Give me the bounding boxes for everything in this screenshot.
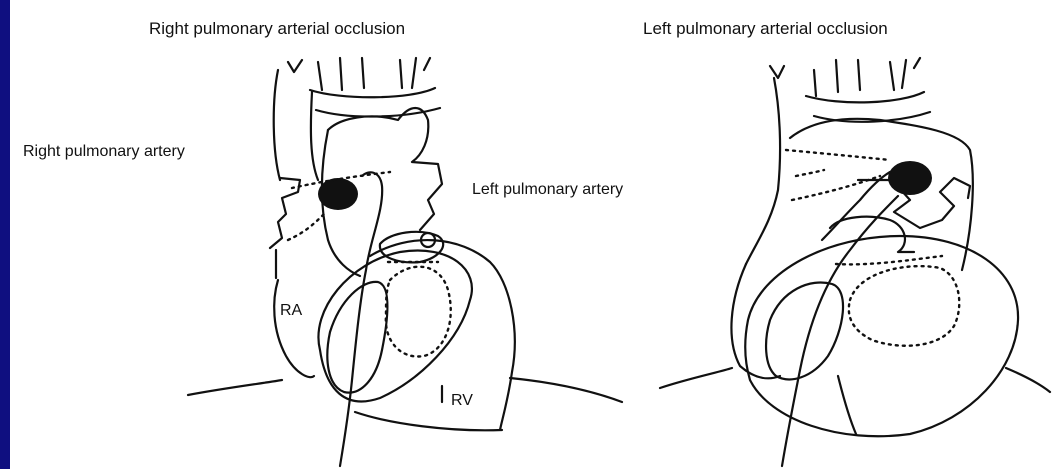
label-rv: RV (451, 392, 473, 410)
aortic-arch (310, 88, 440, 117)
right-pulmonary-artery-dotted-lower (288, 212, 326, 240)
aortic-arch-branches-2 (770, 58, 920, 96)
left-ventricle-dotted (386, 267, 451, 357)
label-ra: RA (280, 302, 302, 320)
diaphragm-line-left (188, 380, 282, 395)
diagram-panel: Right pulmonary arterial occlusion Left … (10, 0, 1053, 469)
right-atrium-outline (274, 280, 314, 377)
septum-2 (838, 376, 856, 434)
left-ventricle-dotted-2 (849, 266, 959, 346)
title-left-occlusion: Left pulmonary arterial occlusion (643, 20, 888, 38)
title-right-occlusion: Right pulmonary arterial occlusion (149, 20, 405, 38)
heart-diagrams (10, 0, 1053, 469)
catheter (340, 172, 382, 466)
right-ventricle-ellipse-2 (745, 236, 1018, 436)
catheter-sheath-2 (822, 172, 890, 240)
superior-vena-cava-2 (746, 78, 780, 264)
occlusion-balloon-left (888, 161, 932, 195)
label-left-pulmonary-artery: Left pulmonary artery (472, 181, 623, 199)
heart-contour (355, 240, 515, 430)
left-pulmonary-artery-dotted-side (796, 170, 824, 176)
label-right-pulmonary-artery: Right pulmonary artery (23, 143, 185, 161)
left-pulmonary-artery-dotted-lower (792, 176, 880, 200)
right-atrium-inner-loop-2 (766, 283, 843, 380)
aortic-arch-2 (806, 92, 930, 122)
occlusion-balloon-right (318, 178, 358, 210)
pulmonary-trunk (328, 108, 442, 230)
heart-left-occlusion (660, 58, 1050, 466)
heart-right-occlusion (188, 58, 622, 466)
right-ventricle-ellipse (318, 251, 471, 402)
diaphragm-line-right (510, 378, 622, 402)
aortic-arch-branches (288, 58, 430, 90)
left-pulmonary-artery-dotted-upper (786, 150, 890, 160)
diaphragm-line-left-2 (660, 368, 732, 388)
outflow-dotted-2 (836, 256, 942, 264)
right-pulmonary-branches (270, 178, 300, 278)
superior-vena-cava (274, 70, 318, 180)
diaphragm-line-right-2 (1006, 368, 1050, 392)
